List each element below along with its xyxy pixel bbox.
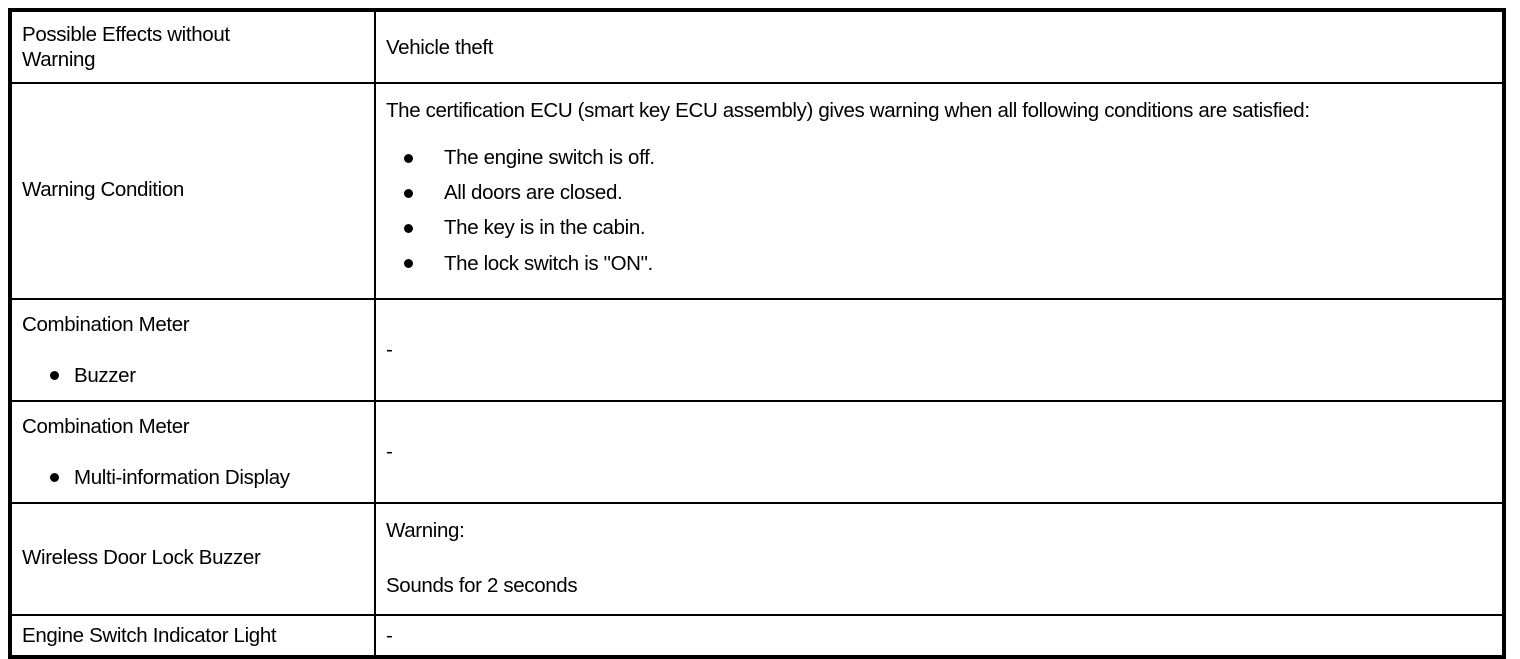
warning-condition-item-2: All doors are closed. [443, 181, 623, 205]
row-label-combination-meter-1: Combination Meter [22, 312, 190, 336]
row-label-wireless-door-lock-buzzer: Wireless Door Lock Buzzer [22, 546, 261, 570]
bullet-icon [403, 259, 413, 269]
warning-condition-item-4: The lock switch is "ON". [443, 251, 653, 275]
warning-condition-item-3: The key is in the cabin. [443, 216, 646, 240]
row-label-possible-effects-line1: Possible Effects without [22, 23, 230, 46]
row-label-cell-wireless-door-lock-buzzer: Wireless Door Lock Buzzer [9, 501, 376, 616]
row-value-cell-engine-switch-indicator-light: - [373, 613, 1506, 658]
row-value-possible-effects: Vehicle theft [385, 35, 494, 59]
list-item: The lock switch is "ON". [386, 247, 1492, 280]
row-value-cell-wireless-door-lock-buzzer: Warning: Sounds for 2 seconds [373, 501, 1506, 616]
row-sublabel-multi-information-display: Multi-information Display [22, 465, 364, 490]
row-label-cell-possible-effects: Possible Effects without Warning [9, 9, 376, 84]
table-row: Combination Meter Multi-information Disp… [9, 399, 1506, 504]
row-value-wireless-buzzer-line2: Sounds for 2 seconds [385, 573, 578, 597]
row-label-warning-condition: Warning Condition [22, 178, 184, 202]
table-row: Warning Condition The certification ECU … [9, 82, 1506, 300]
list-item: All doors are closed. [386, 176, 1492, 209]
row-label-cell-combination-meter-buzzer: Combination Meter Buzzer [9, 297, 376, 402]
row-value-cell-combination-meter-buzzer: - [373, 297, 1506, 402]
row-value-combination-meter-buzzer: - [385, 338, 393, 362]
row-label-possible-effects-line2: Warning [22, 48, 96, 71]
list-item: The key is in the cabin. [386, 211, 1492, 244]
row-label-cell-warning-condition: Warning Condition [9, 82, 376, 300]
table-row: Combination Meter Buzzer - [9, 297, 1506, 402]
bullet-icon [50, 473, 59, 483]
row-value-cell-possible-effects: Vehicle theft [373, 9, 1506, 84]
table-row: Engine Switch Indicator Light - [9, 613, 1506, 658]
warning-condition-item-1: The engine switch is off. [443, 146, 655, 169]
row-value-cell-combination-meter-mid: - [373, 399, 1506, 504]
row-sublabel-multi-information-display-text: Multi-information Display [74, 465, 290, 489]
row-value-combination-meter-mid: - [385, 440, 393, 464]
row-label-combination-meter-2: Combination Meter [22, 414, 190, 438]
table-row: Wireless Door Lock Buzzer Warning: Sound… [9, 501, 1506, 616]
row-value-engine-switch-indicator-light: - [385, 623, 393, 647]
warning-condition-list: The engine switch is off. All doors are … [386, 141, 1492, 280]
row-sublabel-buzzer: Buzzer [22, 363, 364, 388]
bullet-icon [403, 153, 413, 163]
row-label-cell-combination-meter-mid: Combination Meter Multi-information Disp… [9, 399, 376, 504]
row-sublabel-buzzer-text: Buzzer [74, 363, 136, 387]
bullet-icon [403, 224, 413, 233]
list-item: The engine switch is off. [386, 141, 1492, 174]
row-value-wireless-buzzer-line1: Warning: [385, 518, 465, 542]
row-label-engine-switch-indicator-light: Engine Switch Indicator Light [22, 623, 277, 647]
table-row: Possible Effects without Warning Vehicle… [9, 9, 1506, 84]
row-value-cell-warning-condition: The certification ECU (smart key ECU ass… [373, 82, 1506, 300]
bullet-icon [50, 371, 59, 381]
bullet-icon [403, 188, 413, 198]
warning-specification-table: Possible Effects without Warning Vehicle… [8, 8, 1506, 659]
warning-condition-intro: The certification ECU (smart key ECU ass… [385, 99, 1310, 122]
row-label-cell-engine-switch-indicator-light: Engine Switch Indicator Light [9, 613, 376, 658]
